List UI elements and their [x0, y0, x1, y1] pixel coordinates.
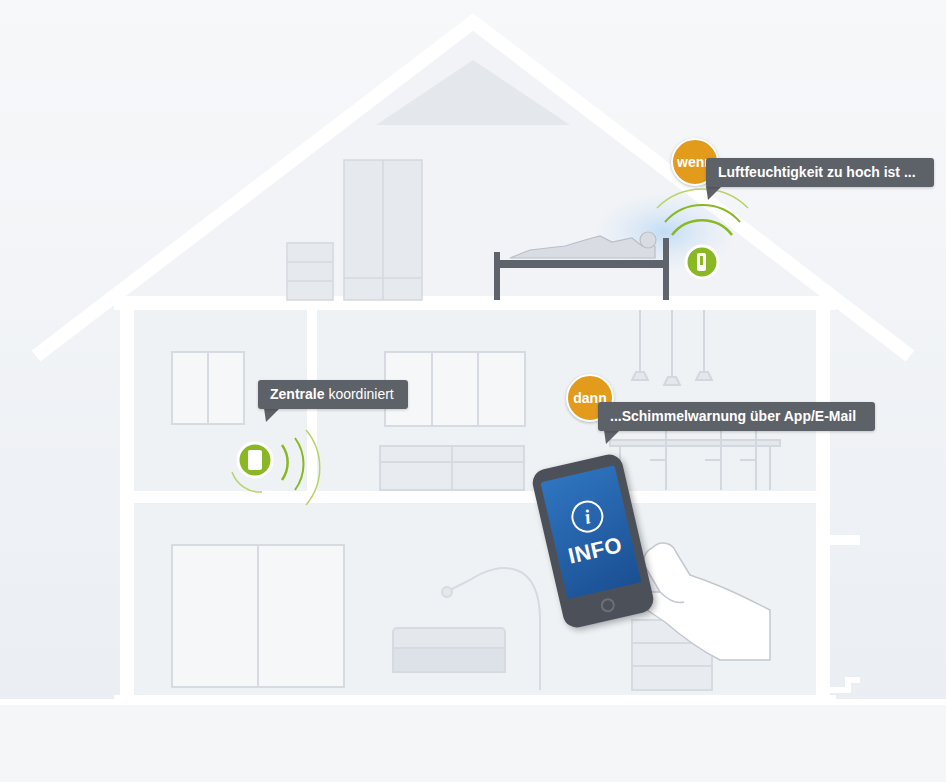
first-floor-furniture — [172, 352, 525, 490]
phone-screen: iINFO — [540, 465, 641, 599]
ground — [0, 699, 946, 705]
bubble-pointer — [604, 430, 620, 444]
bed — [496, 260, 668, 268]
ground-floor-furniture — [442, 587, 452, 597]
screen-label: INFO — [566, 532, 625, 570]
central-unit — [248, 450, 262, 470]
ground-floor-furniture — [632, 620, 712, 690]
house-outline — [114, 695, 836, 705]
ground-floor-furniture — [257, 545, 259, 687]
dining-area — [639, 310, 641, 375]
ground — [0, 700, 946, 782]
speech-bubble: Luftfeuchtigkeit zu hoch ist ... — [706, 158, 934, 187]
central-unit — [306, 430, 320, 505]
first-floor-furniture — [380, 461, 524, 463]
humidity-sensor — [697, 253, 706, 271]
attic-furniture — [287, 160, 422, 300]
bed — [663, 238, 669, 300]
dining-area — [650, 430, 666, 490]
sleeping-person — [640, 232, 656, 248]
central-unit — [282, 445, 288, 480]
dining-area — [671, 310, 673, 380]
dining-area — [610, 440, 780, 446]
house-outline — [120, 491, 830, 503]
first-floor-furniture — [477, 352, 479, 426]
humidity-sensor — [665, 205, 740, 222]
first-floor-furniture — [380, 446, 524, 490]
dining-area — [740, 430, 756, 490]
house-outline — [36, 22, 910, 700]
central-unit — [238, 443, 272, 477]
humidity-sensor — [672, 220, 732, 235]
house-outline — [36, 22, 910, 352]
bubble-pointer — [264, 408, 280, 422]
first-floor-furniture — [431, 352, 433, 426]
attic-furniture — [382, 160, 384, 300]
ground-floor-furniture — [632, 665, 712, 667]
bed — [494, 252, 500, 300]
first-floor-furniture — [172, 352, 244, 424]
central-unit — [295, 438, 304, 490]
dining-area — [664, 377, 680, 385]
attic-furniture — [287, 243, 333, 300]
dining-area — [696, 372, 712, 380]
dining-area — [610, 310, 780, 490]
sleeping-person — [510, 232, 656, 258]
hand — [642, 543, 770, 660]
info-icon: i — [568, 497, 606, 535]
speech-bubble: Zentralekoordiniert — [258, 380, 408, 409]
ground — [0, 700, 946, 782]
hand — [660, 592, 684, 603]
central-unit — [232, 430, 320, 505]
attic-furniture — [287, 280, 333, 282]
hand — [642, 543, 770, 660]
bubble-text: Luftfeuchtigkeit zu hoch ist ... — [718, 164, 916, 180]
bubble-text: Zentrale — [270, 386, 324, 402]
house-outline — [36, 22, 910, 356]
home-button — [599, 597, 616, 614]
sleeping-person — [510, 236, 655, 258]
ground-floor-furniture — [632, 642, 712, 644]
house-outline — [120, 300, 830, 700]
dining-area — [705, 430, 721, 490]
bubble-text: koordiniert — [328, 386, 393, 402]
house-outline — [114, 296, 836, 310]
first-floor-furniture — [451, 446, 453, 490]
attic-furniture — [344, 277, 422, 279]
bubble-pointer — [706, 186, 722, 200]
smartphone: iINFO — [530, 452, 656, 631]
speech-bubble: ...Schimmelwarnung über App/E-Mail — [598, 402, 875, 431]
humidity-sensor — [686, 246, 718, 278]
humidity-sensor — [657, 189, 748, 278]
ground-floor-furniture — [393, 648, 505, 672]
humidity-sensor — [657, 189, 748, 208]
house-outline — [830, 680, 860, 690]
dining-area — [769, 446, 771, 490]
bubble-text: ...Schimmelwarnung über App/E-Mail — [610, 408, 856, 424]
first-floor-furniture — [207, 352, 209, 424]
house-outline — [830, 535, 860, 545]
humidity-sensor — [700, 256, 703, 265]
dining-area — [632, 372, 648, 380]
dining-area — [703, 310, 705, 375]
attic-furniture — [287, 261, 333, 263]
ground-floor-furniture — [172, 545, 344, 687]
attic-furniture — [344, 160, 422, 300]
